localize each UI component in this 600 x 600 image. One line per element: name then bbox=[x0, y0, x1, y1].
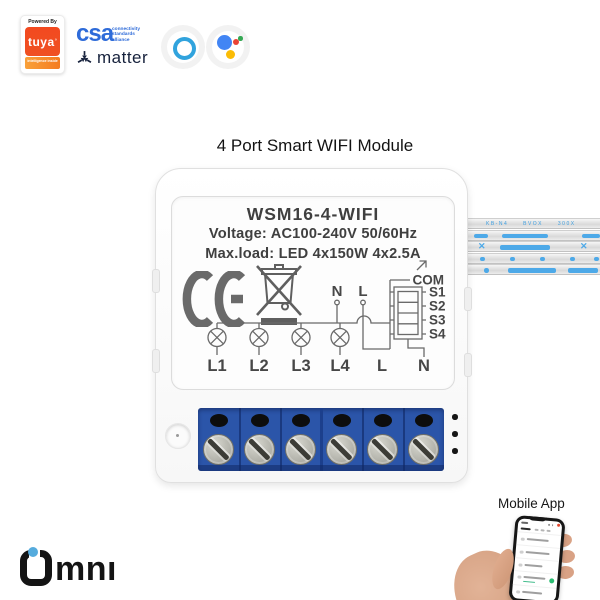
google-assistant-icon bbox=[206, 25, 250, 69]
device-label-panel: WSM16-4-WIFI Voltage: AC100-240V 50/60Hz… bbox=[171, 196, 455, 390]
weee-bar bbox=[261, 318, 297, 325]
omni-logo: mnı bbox=[20, 546, 117, 586]
vent-dot bbox=[452, 431, 458, 437]
s3-label: S3 bbox=[429, 313, 446, 328]
reset-button[interactable] bbox=[165, 423, 191, 449]
notification-dot bbox=[556, 523, 561, 527]
tuya-badge: Powered By tuya° intelligence inside bbox=[20, 15, 65, 74]
wiring-diagram: N L COM S1 S2 S3 S4 L1 L2 L3 L4 L N bbox=[207, 260, 446, 375]
tuya-tagline: intelligence inside bbox=[25, 57, 60, 69]
wire-hole bbox=[209, 414, 228, 427]
vent-dot bbox=[452, 414, 458, 420]
phone-screen bbox=[511, 518, 563, 600]
csa-matter-badge: csa connectivity standards alliance matt… bbox=[76, 20, 171, 72]
wire bbox=[464, 252, 600, 264]
s4-label: S4 bbox=[429, 327, 446, 342]
terminal-block bbox=[198, 408, 444, 471]
tuya-powered-by-label: Powered By bbox=[28, 19, 57, 25]
google-green-dot bbox=[238, 36, 243, 41]
side-clip bbox=[152, 269, 160, 293]
side-clip bbox=[152, 349, 160, 373]
smartphone bbox=[508, 514, 566, 600]
omni-blue-dot bbox=[28, 547, 38, 557]
amazon-alexa-icon bbox=[161, 25, 205, 69]
csa-wordmark: csa bbox=[76, 20, 114, 47]
max-load-spec: Max.load: LED 4x150W 4x2.5A bbox=[205, 246, 421, 262]
vent-dot bbox=[452, 448, 458, 454]
l3-label: L3 bbox=[291, 357, 310, 375]
tuya-wordmark: tuya bbox=[27, 34, 55, 49]
google-blue-dot bbox=[217, 35, 232, 50]
wire-hole bbox=[332, 414, 351, 427]
wire-hole bbox=[414, 414, 433, 427]
terminal-screw bbox=[203, 434, 234, 465]
alexa-ring-icon bbox=[173, 37, 196, 60]
omni-wordmark: mnı bbox=[55, 550, 117, 588]
n-bottom-label: N bbox=[418, 357, 430, 375]
wire-bundle: KB-N4 BVOX 300X ✕✕ bbox=[464, 218, 600, 278]
side-clip bbox=[464, 287, 472, 311]
page-title: 4 Port Smart WIFI Module bbox=[216, 136, 414, 155]
l-bottom-label: L bbox=[377, 357, 387, 375]
terminal-screw bbox=[408, 434, 439, 465]
hand-holding-phone bbox=[441, 510, 600, 600]
wire-hole bbox=[373, 414, 392, 427]
terminal-screw bbox=[326, 434, 357, 465]
side-clip bbox=[464, 353, 472, 377]
tuya-logo: tuya° bbox=[25, 27, 60, 56]
ce-mark bbox=[182, 271, 246, 327]
com-label: COM bbox=[413, 273, 445, 288]
matter-wordmark: matter bbox=[97, 48, 149, 67]
terminal-screw bbox=[367, 434, 398, 465]
wire-hole bbox=[250, 414, 269, 427]
terminal-screw bbox=[244, 434, 275, 465]
google-red-dot bbox=[233, 39, 239, 45]
wire-print-text: KB-N4 BVOX 300X bbox=[486, 221, 576, 227]
weee-icon bbox=[256, 264, 302, 325]
wire: KB-N4 BVOX 300X bbox=[464, 218, 600, 229]
wire bbox=[464, 229, 600, 241]
s1-label: S1 bbox=[429, 285, 446, 300]
matter-icon bbox=[77, 50, 92, 63]
google-yellow-dot bbox=[226, 50, 235, 59]
s2-label: S2 bbox=[429, 299, 446, 314]
voltage-spec: Voltage: AC100-240V 50/60Hz bbox=[208, 226, 418, 242]
matter-logo: matter bbox=[76, 48, 148, 68]
model-number: WSM16-4-WIFI bbox=[246, 204, 380, 224]
smart-wifi-module-device: WSM16-4-WIFI Voltage: AC100-240V 50/60Hz… bbox=[152, 168, 472, 483]
wire-hole bbox=[291, 414, 310, 427]
mobile-app-label: Mobile App bbox=[498, 496, 565, 511]
wire bbox=[464, 264, 600, 276]
terminal-screw bbox=[285, 434, 316, 465]
terminal-n-top-label: N bbox=[332, 283, 343, 300]
l1-label: L1 bbox=[207, 357, 226, 375]
terminal-l-top-label: L bbox=[358, 283, 367, 300]
l2-label: L2 bbox=[249, 357, 268, 375]
wire: ✕✕ bbox=[464, 241, 600, 253]
omni-o-glyph bbox=[20, 547, 52, 586]
csa-subtitle: connectivity standards alliance bbox=[112, 27, 140, 43]
l4-label: L4 bbox=[330, 357, 350, 375]
